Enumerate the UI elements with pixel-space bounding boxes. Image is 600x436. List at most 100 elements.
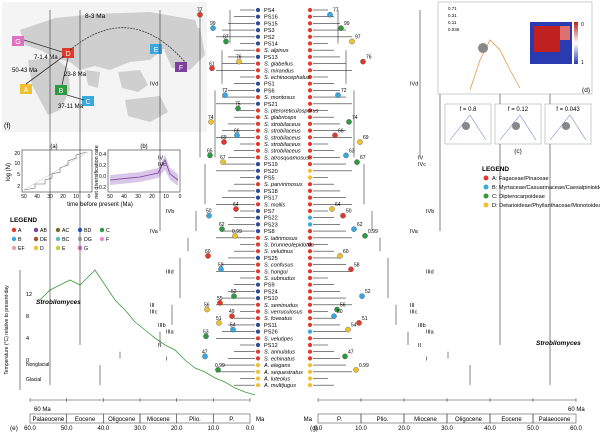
left-node-pie (231, 293, 237, 299)
clade-label-right: I (426, 356, 428, 362)
left-tip-dot (255, 155, 261, 160)
left-tip-dot (255, 88, 261, 93)
left-tip-dot (255, 262, 261, 267)
left-node-pie (230, 326, 236, 333)
left-node-pie (233, 206, 239, 212)
panel-b-ytick-2: 0.0 (99, 174, 106, 180)
panel-b-xtick-5: 0 (179, 194, 182, 200)
clade-label-right: II (418, 343, 422, 349)
world-map: G D E F A B C 8-3 Ma 7-1.4 Ma 50-43 Ma 2… (2, 2, 207, 132)
age-label-2: 7-1.4 Ma (34, 55, 58, 61)
right-support-value: 56 (340, 303, 346, 309)
left-tip-dot (255, 356, 261, 361)
right-support-value: 77 (333, 8, 339, 14)
clade-label-right: IVc (418, 162, 426, 168)
taxon-label: PS23 (264, 222, 278, 228)
panel-c: f = 0.8 f = 0.12 f = 0.043 (c) (444, 103, 592, 155)
timescale-tick-label: 50.0 (61, 426, 73, 432)
area-e (150, 44, 162, 54)
right-node-pie (353, 367, 359, 373)
right-tip-dot (307, 28, 313, 33)
panel-c-label: (c) (514, 148, 522, 155)
right-tip-dot (307, 14, 313, 19)
panel-d: 0 1 0.71 0.31 0.11 0.036 (d) (437, 1, 593, 95)
f-label-1: f = 0.8 (460, 107, 478, 113)
right-support-value: 50 (346, 209, 352, 215)
age-label-4: 23-8 Ma (64, 72, 87, 78)
right-tip-dot (307, 302, 313, 307)
clade-label-left: III (150, 303, 155, 309)
right-tip-dot (307, 342, 313, 348)
panel-a-ytick-1: 10 (14, 161, 20, 167)
taxon-label: S. mirandus (264, 68, 294, 74)
taxon-label: PS9 (264, 283, 275, 289)
legend-right-swatch (483, 175, 489, 181)
right-tip-dot (307, 208, 313, 214)
legend-left-swatch (55, 245, 61, 251)
right-tip-dot (307, 101, 313, 106)
right-tip-dot (307, 242, 313, 247)
right-node-pie (338, 25, 344, 31)
ab-xlabel: time before present (Ma) (67, 202, 133, 208)
right-support-value: 47 (348, 349, 354, 355)
temp-tick-12: 12 (26, 292, 32, 298)
left-support-value: 62 (219, 222, 225, 228)
timescale-panel-label: (e) (10, 425, 18, 432)
age-label-5: 37-11 Ma (58, 104, 84, 110)
legend-left-key: EF (18, 246, 25, 252)
timescale-tick-label: 40.0 (97, 426, 109, 432)
taxon-label: S. mollis (264, 202, 285, 208)
right-node-pie (332, 132, 338, 139)
taxon-label: A. luteolus (263, 377, 290, 383)
panel-b-label: (b) (140, 144, 147, 150)
left-support-value: 49 (229, 309, 235, 315)
right-tip-dot (307, 121, 313, 126)
ma60-left: 60 Ma (34, 407, 51, 413)
left-tip-dot (255, 28, 261, 33)
right-node-pie (345, 326, 351, 333)
left-tip-dot (255, 202, 261, 207)
left-node-pie (205, 253, 211, 259)
right-node-pie (351, 226, 357, 232)
right-node-pie (349, 38, 355, 45)
left-tip-dot (255, 61, 261, 66)
australia-shape (125, 96, 168, 122)
left-tip-dot (255, 309, 261, 314)
c-tree-1 (449, 114, 487, 141)
timescale-tick-label: 60.0 (570, 426, 582, 432)
left-tip-dot (255, 363, 261, 368)
lineage-through-time-curve (23, 151, 87, 191)
left-node-pie (207, 152, 213, 159)
area-d (62, 48, 74, 58)
taxon-label: PS8 (264, 229, 275, 235)
right-support-value: 69 (363, 135, 369, 141)
left-node-pie (202, 353, 208, 360)
left-node-pie (217, 300, 223, 306)
panel-a-frame (21, 149, 93, 193)
left-support-value: 64 (233, 202, 239, 208)
right-tip-dot (307, 148, 313, 153)
left-tip-dot (255, 115, 261, 120)
legend-left-key: C (106, 228, 110, 234)
panel-a-xtick-1: 40 (34, 194, 40, 200)
taxon-label: PS5 (264, 176, 275, 182)
taxon-label: PS6 (264, 88, 275, 94)
left-support-value: 72 (222, 88, 228, 94)
diversification-rate-envelope (110, 155, 178, 186)
legend-right-swatch (483, 184, 489, 190)
left-tip-dot (255, 168, 261, 173)
diversification-rate-curve (109, 159, 179, 181)
timescale-panel-label: (g) (310, 425, 318, 432)
right-tip-dot (307, 215, 313, 220)
right-support-value: 60 (343, 249, 349, 255)
epoch-label: Eocene (501, 417, 522, 423)
c-node-2 (512, 122, 520, 130)
epoch-label: Miocene (414, 417, 437, 423)
left-node-pie (218, 266, 224, 273)
left-node-pie (220, 159, 226, 165)
panel-a-ytick-0: 20 (14, 151, 20, 157)
dispersal-arrow-a-d (25, 55, 65, 85)
legend-left-swatch (99, 227, 105, 233)
legend-left-key: AB (40, 228, 47, 234)
